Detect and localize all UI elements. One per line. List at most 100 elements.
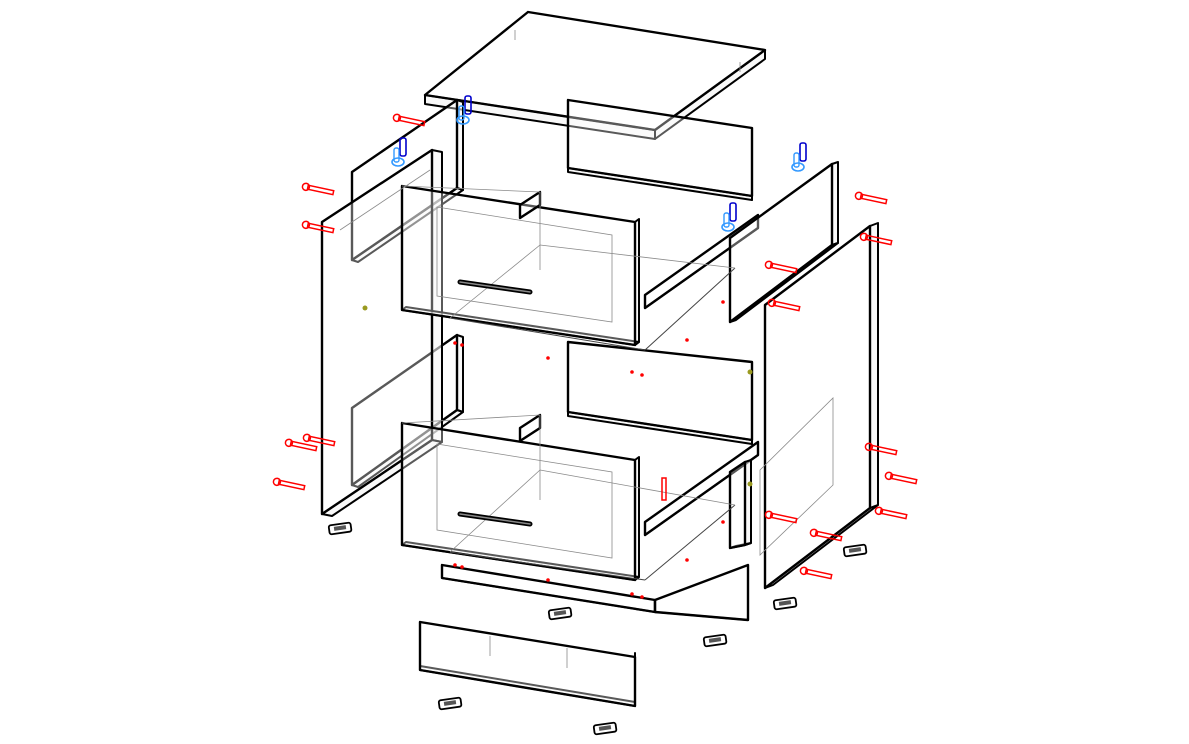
drawer-lower-bottom xyxy=(644,504,736,581)
screw-head xyxy=(272,477,282,487)
screw-shank xyxy=(397,115,426,127)
screw-icon xyxy=(859,232,893,246)
screw-shank xyxy=(772,300,801,312)
left-panel-inner xyxy=(339,169,431,231)
left-lower-rail-face xyxy=(350,333,459,487)
foot-glide-icon xyxy=(592,721,618,736)
screw-shank xyxy=(814,530,843,542)
dowel-icon xyxy=(391,137,407,167)
screw-icon xyxy=(301,220,335,234)
foot-glide-pad xyxy=(333,525,347,531)
screw-shank xyxy=(306,184,335,196)
screw-shank xyxy=(769,262,798,274)
dowel-pin xyxy=(799,142,807,162)
screw-head xyxy=(799,566,809,576)
screw-head xyxy=(884,471,894,481)
top-panel-face xyxy=(423,10,767,132)
right-lower-rail-face xyxy=(728,460,747,550)
screw-head xyxy=(301,220,311,230)
hidden-lines-layer xyxy=(339,30,834,668)
kickboard-face xyxy=(418,620,637,708)
screw-icon xyxy=(764,510,798,524)
panels-layer xyxy=(320,10,879,708)
screw-shank xyxy=(307,435,336,447)
rear-rail-upper-face xyxy=(566,98,754,198)
screw-shank xyxy=(864,234,893,246)
screw-icon xyxy=(764,260,798,274)
right-upper-rail-face xyxy=(728,162,834,324)
cam-hole-marker xyxy=(453,341,457,345)
screw-icon xyxy=(661,477,667,501)
screw-head xyxy=(284,438,294,448)
screw-head xyxy=(809,528,819,538)
screw-head xyxy=(854,191,864,201)
dowel-sleeve xyxy=(793,152,800,168)
right-side-panel xyxy=(763,222,879,590)
foot-glide-pad xyxy=(553,610,567,616)
dowel-icon xyxy=(721,202,737,232)
screw-head xyxy=(392,113,402,123)
drawer-lower-bottom xyxy=(539,469,736,506)
cam-hole-marker xyxy=(546,356,550,360)
screw-head xyxy=(302,433,312,443)
cam-hole-marker xyxy=(721,300,725,304)
dowel-base xyxy=(721,222,735,232)
screw-shank xyxy=(289,440,318,452)
cam-hole-marker xyxy=(640,373,644,377)
screw-shank xyxy=(306,222,335,234)
screw-shank xyxy=(804,568,833,580)
cam-lock-icon xyxy=(747,481,753,487)
screw-shank xyxy=(879,508,908,520)
right-lower-rail-hidden xyxy=(759,397,834,556)
dowel-pin xyxy=(399,137,407,157)
drawer-handle-icon-highlight xyxy=(459,281,531,293)
screw-icon xyxy=(302,433,336,447)
drawer-lower-side xyxy=(401,414,541,424)
right-side-panel-face xyxy=(763,224,872,590)
cam-hole-marker xyxy=(685,558,689,562)
foot-glide-pad xyxy=(443,700,457,706)
right-lower-rail xyxy=(728,459,752,550)
drawer-lower-bottom xyxy=(449,551,646,581)
cam-lock-icon xyxy=(362,305,368,311)
cam-hole-marker xyxy=(630,592,634,596)
drawer-upper-bottom xyxy=(539,244,736,269)
cam-hole-marker xyxy=(453,563,457,567)
kickboard xyxy=(418,620,637,708)
screw-head xyxy=(301,182,311,192)
dowel-sleeve xyxy=(393,147,400,163)
screw-icon xyxy=(809,528,843,542)
drawer-front-lower-inset xyxy=(436,443,613,559)
drawer-upper-bottom xyxy=(449,244,541,319)
screw-icon xyxy=(864,442,898,456)
dowel-base xyxy=(391,157,405,167)
cam-lock-icon xyxy=(747,369,753,375)
rear-rail-middle-face xyxy=(566,340,754,442)
drawer-upper-side xyxy=(401,185,541,193)
cam-hole-marker xyxy=(685,338,689,342)
stretcher-left-lower xyxy=(518,413,542,443)
cam-hole-marker xyxy=(460,565,464,569)
screw-icon xyxy=(301,182,335,196)
cam-hole-marker xyxy=(460,343,464,347)
dowel-sleeve xyxy=(723,212,730,228)
drawer-front-upper xyxy=(400,184,640,347)
dowel-base xyxy=(791,162,805,172)
foot-glide-icon xyxy=(772,596,798,611)
screw-shank xyxy=(769,512,798,524)
plinth-side-face xyxy=(653,563,750,622)
plinth-side xyxy=(653,563,750,622)
foot-glide-pad xyxy=(848,547,862,553)
cam-hole-marker xyxy=(640,595,644,599)
right-upper-rail xyxy=(728,161,839,324)
cam-hole-marker xyxy=(721,520,725,524)
dowel-sleeve xyxy=(458,105,465,121)
screw-icon xyxy=(284,438,318,452)
screw-shank xyxy=(277,479,306,491)
rear-rail-middle xyxy=(566,340,754,445)
screw-shank xyxy=(869,444,898,456)
screw-head xyxy=(767,298,777,308)
screw-shank xyxy=(859,193,888,205)
drawer-lower-bottom xyxy=(449,469,541,553)
